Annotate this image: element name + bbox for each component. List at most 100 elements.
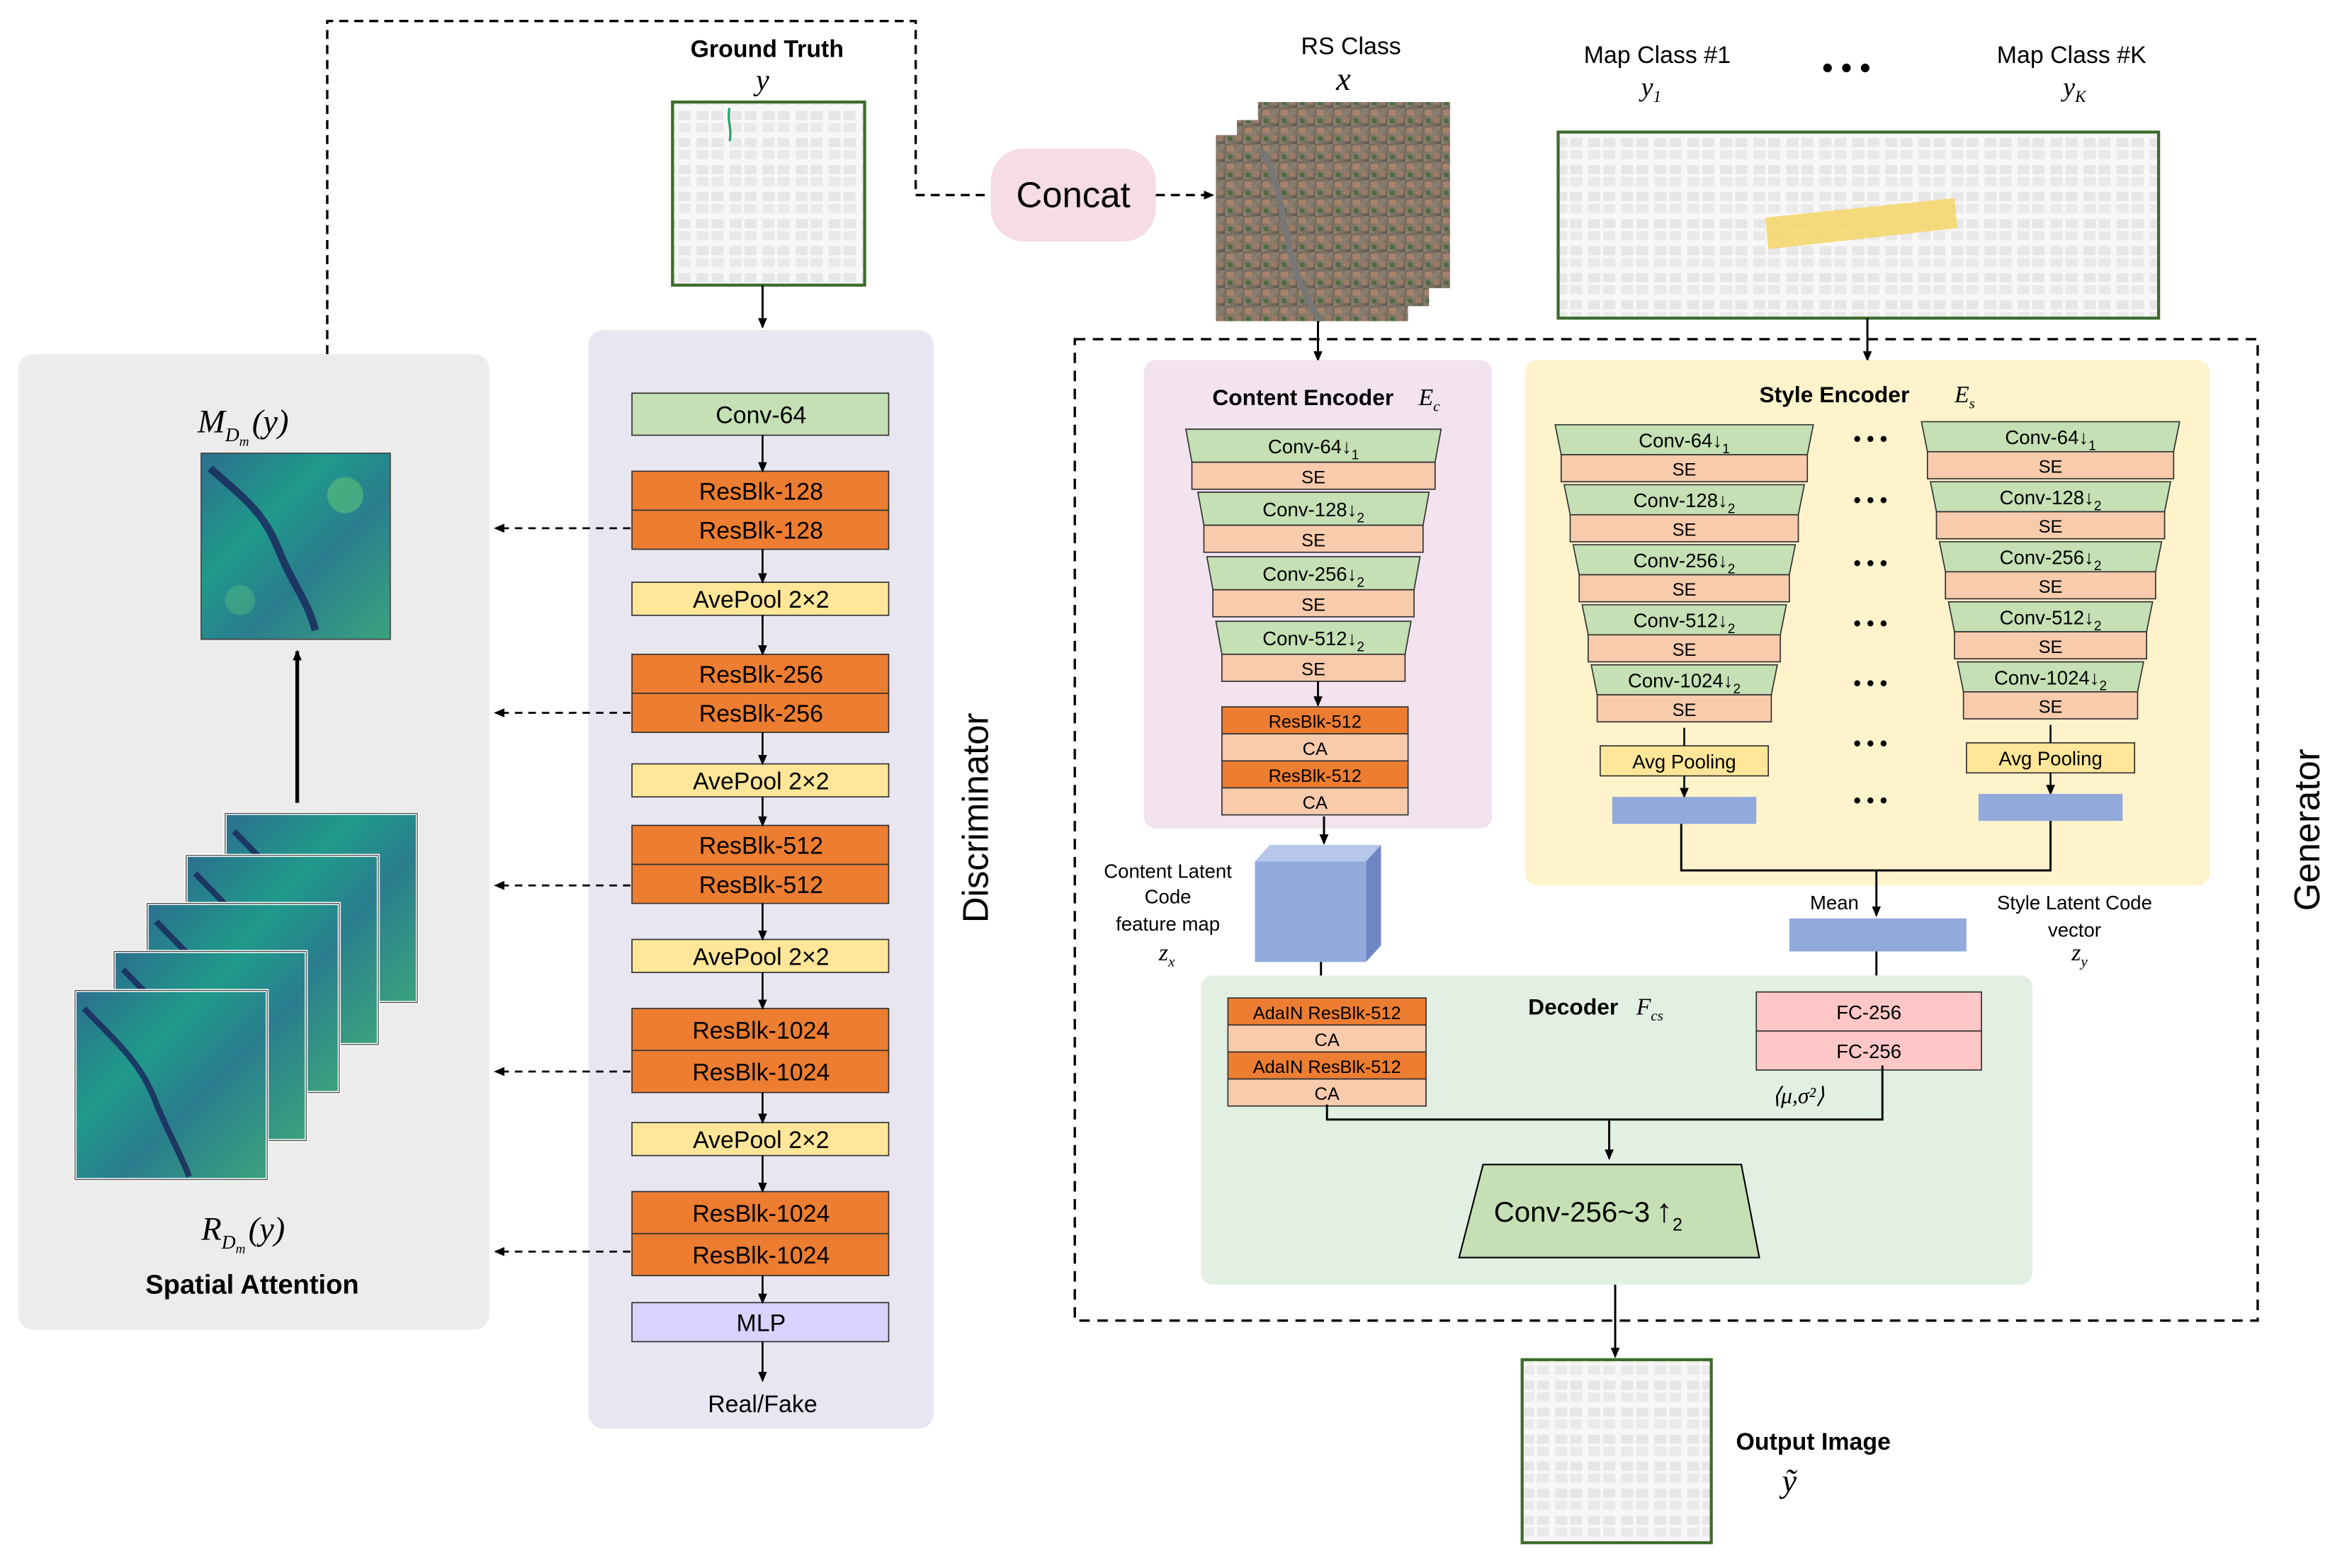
style-code-vector	[1612, 797, 1757, 824]
disc-layer-label: ResBlk-1024	[692, 1059, 830, 1086]
style-conv-label: Conv-256↓2	[1634, 550, 1736, 576]
rs-class-image-stack	[1216, 102, 1450, 323]
content-se-block	[1203, 524, 1424, 553]
decoder-block-label: CA	[1315, 1030, 1340, 1050]
upconv-label: Conv-256~3↑2	[1494, 1192, 1682, 1235]
decoder-fc-0: FC-256	[1755, 991, 1982, 1032]
decoder-merge-lines	[1325, 1065, 1884, 1121]
disc-layer-3: AvePool 2×2	[631, 581, 890, 616]
content-encoder-title: Content Encoder	[1212, 385, 1393, 410]
style-conv-3: Conv-512↓2SE	[1581, 604, 1787, 663]
disc-layer-14: ResBlk-1024	[631, 1232, 890, 1276]
content-block-label: CA	[1303, 793, 1328, 813]
disc-layer-label: ResBlk-256	[699, 700, 823, 727]
decoder-fc-1: FC-256	[1755, 1030, 1982, 1071]
map-class-ellipsis: • • •	[1822, 51, 1870, 84]
style-conv-label: Conv-256↓2	[2000, 547, 2102, 574]
content-latent-line3: feature map	[1116, 913, 1220, 935]
disc-layer-2: ResBlk-128	[631, 509, 890, 550]
ground-truth-title: Ground Truth	[691, 36, 844, 63]
disc-layer-9: AvePool 2×2	[631, 938, 890, 973]
disc-layer-11: ResBlk-1024	[631, 1050, 890, 1093]
disc-layer-label: MLP	[736, 1310, 786, 1337]
discriminator-label: Discriminator	[955, 712, 995, 923]
concat-label: Concat	[1017, 174, 1131, 215]
map-class-k-symbol: yK	[2060, 73, 2087, 106]
map-class-1-symbol: y1	[1639, 73, 1662, 106]
rs-class-symbol: x	[1335, 61, 1351, 98]
style-conv-label: Conv-1024↓2	[1994, 666, 2107, 693]
content-conv-2: Conv-256↓2SE	[1206, 556, 1421, 618]
style-se-block	[1560, 454, 1809, 483]
disc-layer-7: ResBlk-512	[631, 824, 890, 865]
disc-layer-label: ResBlk-1024	[692, 1242, 830, 1269]
decoder-block-0: AdaIN ResBlk-512	[1227, 997, 1427, 1026]
disc-layer-label: AvePool 2×2	[693, 768, 830, 795]
style-merge-lines	[1680, 821, 2052, 872]
style-conv-label: Conv-1024↓2	[1628, 670, 1741, 697]
style-se-label: SE	[2039, 577, 2063, 597]
attention-map-stack	[73, 812, 419, 1181]
mu-sigma-label: ⟨μ,σ²⟩	[1772, 1083, 1825, 1108]
style-encoder-title: Style Encoder	[1759, 382, 1909, 407]
style-conv-2: Conv-256↓2SE	[1572, 544, 1797, 603]
disc-layer-label: AvePool 2×2	[693, 1127, 830, 1154]
style-se-label: SE	[1673, 580, 1697, 600]
style-se-block	[1588, 634, 1781, 663]
style-se-label: SE	[2039, 457, 2063, 477]
content-latent-line2: Code	[1145, 886, 1192, 908]
disc-layer-label: Conv-64	[715, 402, 806, 429]
content-conv-1: Conv-128↓2SE	[1197, 492, 1430, 553]
concat-node	[990, 148, 1156, 242]
disc-layer-4: ResBlk-256	[631, 654, 890, 694]
style-avgpool-block	[1600, 745, 1770, 777]
content-block-label: ResBlk-512	[1269, 766, 1362, 786]
style-conv-1: Conv-128↓2SE	[1563, 484, 1806, 542]
ground-truth-symbol: y	[753, 64, 769, 97]
style-se-label: SE	[1673, 700, 1697, 720]
disc-layer-6: AvePool 2×2	[631, 763, 890, 798]
style-ellipsis: • • •	[1853, 427, 1887, 450]
attention-response-map	[73, 989, 269, 1181]
content-latent-line1: Content Latent	[1104, 860, 1232, 882]
content-se-label: SE	[1301, 595, 1325, 615]
content-conv-label: Conv-512↓2	[1262, 627, 1364, 654]
content-se-block	[1212, 589, 1415, 618]
decoder-block-label: AdaIN ResBlk-512	[1253, 1057, 1401, 1077]
disc-layer-label: ResBlk-1024	[692, 1200, 830, 1227]
style-conv-0: Conv-64↓1SE	[1920, 421, 2180, 479]
content-se-label: SE	[1301, 660, 1325, 680]
disc-layer-label: ResBlk-256	[699, 661, 823, 688]
disc-layer-15: MLP	[631, 1302, 890, 1343]
style-se-block	[1954, 631, 2148, 660]
style-ellipsis: • • •	[1853, 612, 1887, 635]
style-ellipsis: • • •	[1853, 672, 1887, 695]
style-column-0: Conv-64↓1SEConv-128↓2SEConv-256↓2SEConv-…	[1554, 424, 1814, 824]
style-avgpool-label: Avg Pooling	[1632, 751, 1736, 773]
generator-dashed-box	[1073, 338, 2259, 1322]
content-encoder-symbol: Ec	[1418, 385, 1440, 414]
content-block-3: CA	[1221, 787, 1409, 816]
content-block-label: CA	[1303, 739, 1328, 759]
disc-layer-label: ResBlk-512	[699, 833, 823, 860]
attention-map-image	[200, 453, 391, 640]
decoder-fc-label: FC-256	[1836, 1001, 1901, 1023]
style-conv-4: Conv-1024↓2SE	[1957, 661, 2144, 720]
content-block-0: ResBlk-512	[1221, 706, 1409, 735]
output-image-title: Output Image	[1736, 1428, 1891, 1455]
content-latent-symbol: zx	[1158, 940, 1175, 970]
map-class-k-title: Map Class #K	[1997, 42, 2146, 69]
style-conv-4: Conv-1024↓2SE	[1590, 664, 1778, 723]
map-class-image-strip	[1556, 130, 2161, 320]
style-latent-symbol: zy	[2071, 940, 2088, 970]
disc-layer-label: AvePool 2×2	[693, 944, 830, 971]
decoder-block-3: CA	[1227, 1078, 1427, 1107]
style-conv-2: Conv-256↓2SE	[1938, 541, 2163, 600]
spatial-attention-title: Spatial Attention	[145, 1270, 358, 1300]
style-conv-3: Conv-512↓2SE	[1947, 601, 2154, 660]
decoder-block-1: CA	[1227, 1024, 1427, 1053]
style-conv-label: Conv-512↓2	[1634, 610, 1736, 637]
